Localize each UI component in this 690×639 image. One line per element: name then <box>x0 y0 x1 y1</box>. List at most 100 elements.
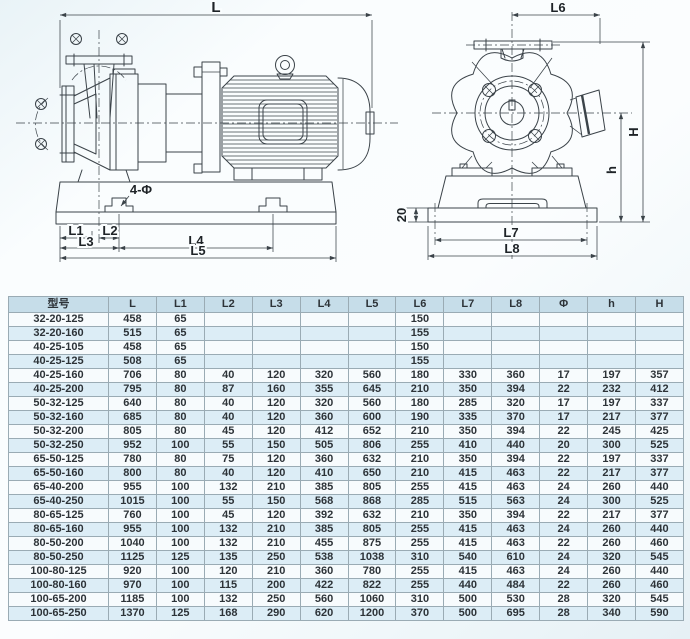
table-cell: 285 <box>395 494 445 509</box>
table-cell <box>634 354 685 369</box>
table-cell: 335 <box>443 410 493 425</box>
table-cell <box>299 354 349 369</box>
table-cell: 600 <box>347 410 397 425</box>
table-cell: 50-32-250 <box>8 438 109 453</box>
suction-flange <box>35 85 77 163</box>
table-cell: 120 <box>251 410 301 425</box>
table-cell: 706 <box>108 368 157 383</box>
table-cell: 350 <box>443 508 493 523</box>
table-cell <box>634 312 685 327</box>
table-cell: 868 <box>347 494 397 509</box>
table-cell: 1125 <box>108 550 157 565</box>
table-cell: 652 <box>347 424 397 439</box>
table-cell: 463 <box>491 564 541 579</box>
table-cell: 87 <box>203 382 253 397</box>
table-cell: 250 <box>251 592 301 607</box>
table-cell: 412 <box>634 382 685 397</box>
table-cell: 440 <box>634 522 685 537</box>
table-cell: 330 <box>443 368 493 383</box>
table-cell: 360 <box>299 410 349 425</box>
motor-end-cap <box>337 77 371 171</box>
table-cell: 120 <box>251 452 301 467</box>
table-cell: 952 <box>108 438 157 453</box>
table-cell: 45 <box>203 424 253 439</box>
table-cell: 50-32-125 <box>8 396 109 411</box>
table-cell: 132 <box>203 480 253 495</box>
table-cell: 17 <box>539 410 589 425</box>
table-cell: 120 <box>251 466 301 481</box>
table-cell: 260 <box>587 578 636 593</box>
bolt-symbol-icon <box>116 33 128 45</box>
table-cell <box>539 326 589 341</box>
motor-cooling-fins <box>223 79 337 165</box>
table-cell: 255 <box>395 522 445 537</box>
table-cell: 805 <box>347 480 397 495</box>
table-cell: 22 <box>539 578 589 593</box>
table-cell: 412 <box>299 424 349 439</box>
table-cell: 100 <box>155 480 205 495</box>
column-header: h <box>587 296 636 313</box>
table-cell <box>539 312 589 327</box>
table-cell: 970 <box>108 578 157 593</box>
table-cell: 100-65-200 <box>8 592 109 607</box>
casing-screw-icon <box>528 129 542 143</box>
table-cell: 120 <box>251 508 301 523</box>
table-cell: 155 <box>395 326 445 341</box>
table-cell: 22 <box>539 508 589 523</box>
table-cell: 300 <box>587 494 636 509</box>
table-cell: 370 <box>491 410 541 425</box>
table-cell: 197 <box>587 368 636 383</box>
table-cell: 100 <box>155 522 205 537</box>
table-cell: 24 <box>539 550 589 565</box>
table-cell: 377 <box>634 508 685 523</box>
pump-end-view: L6 <box>392 0 650 262</box>
end-view-casing <box>451 52 573 174</box>
table-cell: 463 <box>491 466 541 481</box>
table-cell <box>203 340 253 355</box>
table-cell <box>443 312 493 327</box>
table-cell: 65-50-160 <box>8 466 109 481</box>
table-cell: 132 <box>203 592 253 607</box>
table-cell: 385 <box>299 522 349 537</box>
table-cell: 685 <box>108 410 157 425</box>
table-cell <box>634 326 685 341</box>
table-cell: 1185 <box>108 592 157 607</box>
table-cell <box>347 326 397 341</box>
table-cell: 590 <box>634 606 685 621</box>
table-cell: 410 <box>299 466 349 481</box>
table-cell: 75 <box>203 452 253 467</box>
end-view-top-flange <box>466 38 560 89</box>
table-cell: 440 <box>491 438 541 453</box>
table-cell <box>491 312 541 327</box>
table-cell: 210 <box>395 382 445 397</box>
table-cell: 125 <box>155 550 205 565</box>
table-cell: 40-25-125 <box>8 354 109 369</box>
table-cell: 80 <box>155 368 205 383</box>
table-cell: 255 <box>395 438 445 453</box>
table-cell: 32-20-125 <box>8 312 109 327</box>
table-cell: 545 <box>634 592 685 607</box>
table-cell: 197 <box>587 452 636 467</box>
table-cell: 695 <box>491 606 541 621</box>
table-cell: 320 <box>491 396 541 411</box>
table-cell: 65-40-200 <box>8 480 109 495</box>
dim-label-l1: L1 <box>68 223 83 238</box>
table-cell: 1200 <box>347 606 397 621</box>
table-cell: 100 <box>155 536 205 551</box>
column-header: L7 <box>443 296 493 313</box>
table-cell: 180 <box>395 368 445 383</box>
table-cell: 310 <box>395 550 445 565</box>
column-header: Φ <box>539 296 589 313</box>
dim-label-20: 20 <box>394 208 409 222</box>
table-cell: 320 <box>587 592 636 607</box>
table-cell: 415 <box>443 522 493 537</box>
dim-l6: L6 <box>511 0 601 44</box>
table-cell: 135 <box>203 550 253 565</box>
table-cell: 385 <box>299 480 349 495</box>
table-cell: 217 <box>587 410 636 425</box>
table-cell: 40-25-200 <box>8 382 109 397</box>
